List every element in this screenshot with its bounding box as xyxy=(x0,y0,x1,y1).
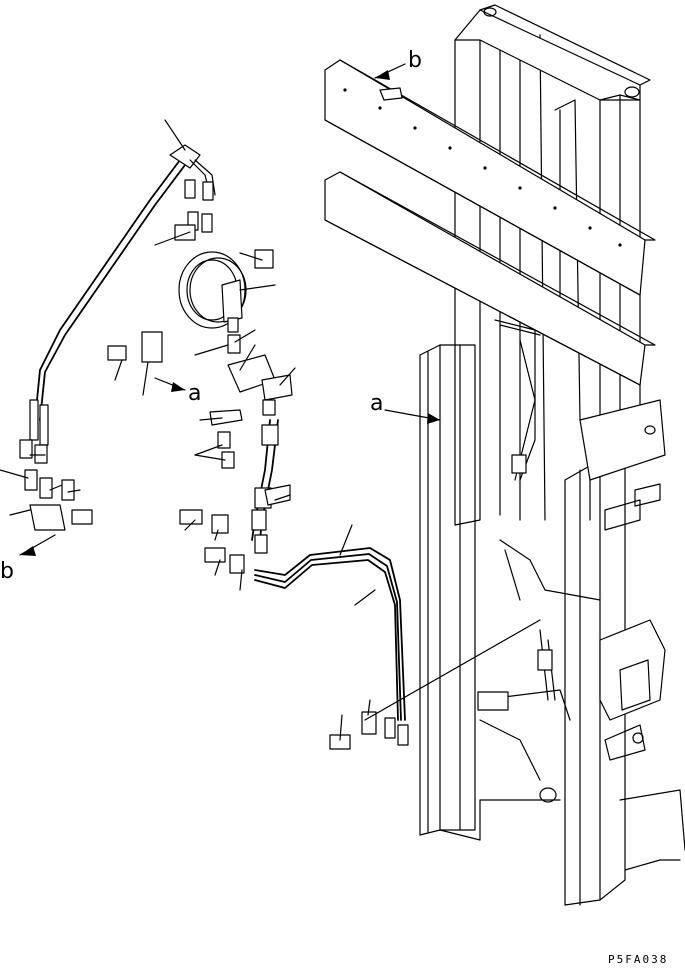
callout-a-right: a xyxy=(370,391,441,424)
callout-label: b xyxy=(0,559,14,584)
callout-b-top: b xyxy=(374,48,422,101)
upper-bar-bolts xyxy=(343,88,622,247)
reel-bracket-parts xyxy=(107,249,293,469)
callout-b-bottom: b xyxy=(0,534,56,584)
drawing-code: P5FA038 xyxy=(608,953,668,966)
center-hose xyxy=(179,419,291,574)
mast-assembly xyxy=(324,4,685,906)
hose-reel xyxy=(178,251,247,354)
callout-label: a xyxy=(188,381,201,406)
upper-hose-assembly xyxy=(34,144,216,421)
callout-label: b xyxy=(408,48,422,73)
callout-label: a xyxy=(370,391,383,416)
callout-a-left: a xyxy=(154,377,201,406)
lower-hose-loop xyxy=(254,547,409,750)
lower-left-fittings xyxy=(19,399,93,531)
leader-lines xyxy=(0,119,541,741)
